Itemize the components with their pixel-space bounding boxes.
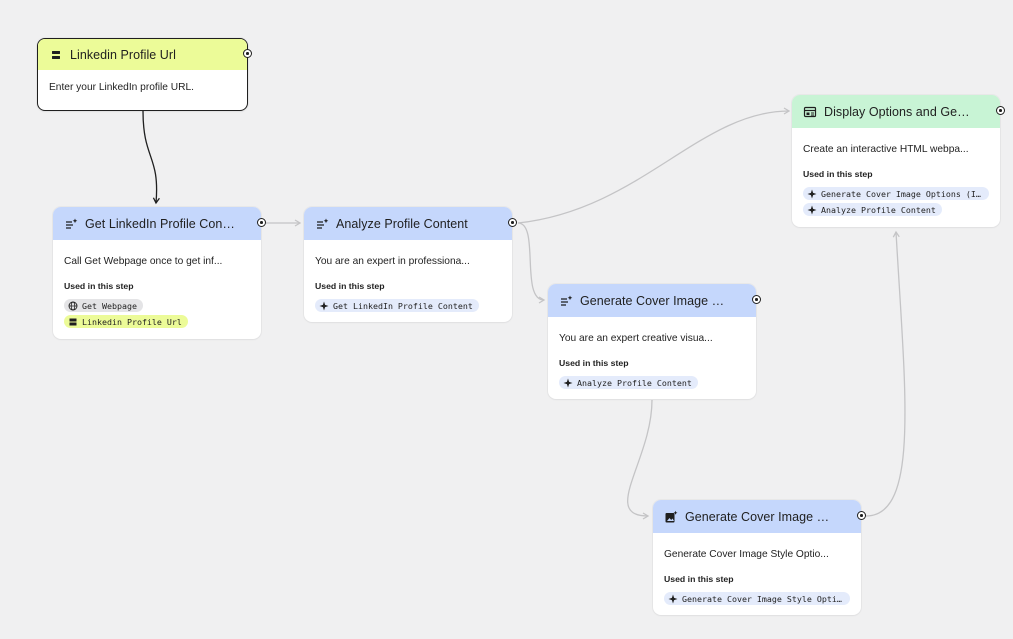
node-header: Get LinkedIn Profile Content [53, 207, 261, 240]
output-port[interactable] [752, 295, 761, 304]
edge-analyze-to-display[interactable] [517, 107, 791, 224]
sparkle-list-icon [314, 216, 330, 232]
node-linkedin-profile-url[interactable]: Linkedin Profile Url Enter your LinkedIn… [37, 38, 252, 111]
dependency-chips: Generate Cover Image Style Opti... [664, 592, 850, 605]
node-header: Generate Cover Image Style ... [548, 284, 756, 317]
node-description: You are an expert in professiona... [315, 256, 470, 267]
chip-label: Generate Cover Image Style Opti... [682, 593, 844, 604]
output-port[interactable] [508, 218, 517, 227]
edge-cover-options-to-display[interactable] [865, 230, 906, 517]
dependency-chip[interactable]: Get Webpage [64, 299, 143, 312]
output-port[interactable] [996, 106, 1005, 115]
node-body: Enter your LinkedIn profile URL. [38, 70, 247, 93]
used-in-step-label: Used in this step [803, 169, 873, 179]
dependency-chip[interactable]: Generate Cover Image Options (I... [803, 187, 989, 200]
dependency-chip[interactable]: Analyze Profile Content [559, 376, 698, 389]
dependency-chips: Analyze Profile Content [559, 376, 745, 389]
sparkle-icon [563, 378, 573, 388]
node-body: Call Get Webpage once to get inf... Used… [53, 240, 261, 328]
chip-label: Linkedin Profile Url [82, 316, 182, 327]
sparkle-list-icon [63, 216, 79, 232]
dependency-chip[interactable]: Get LinkedIn Profile Content [315, 299, 479, 312]
edge-analyze-to-cover-style[interactable] [517, 222, 546, 304]
sparkle-icon [807, 205, 817, 215]
node-header: Linkedin Profile Url [38, 39, 247, 70]
node-header: Generate Cover Image Optio... [653, 500, 861, 533]
node-title: Linkedin Profile Url [70, 47, 176, 62]
node-body: You are an expert creative visua... Used… [548, 317, 756, 389]
chip-label: Generate Cover Image Options (I... [821, 188, 983, 199]
dependency-chips: Get LinkedIn Profile Content [315, 299, 501, 312]
output-port[interactable] [243, 49, 252, 58]
sparkle-list-icon [558, 293, 574, 309]
used-in-step-label: Used in this step [315, 281, 385, 291]
node-get-linkedin-profile-content[interactable]: Get LinkedIn Profile Content Call Get We… [53, 207, 266, 339]
web-display-icon [802, 104, 818, 120]
globe-icon [68, 301, 78, 311]
dependency-chips: Generate Cover Image Options (I... Analy… [803, 187, 989, 216]
chip-label: Analyze Profile Content [577, 377, 692, 388]
output-port[interactable] [857, 511, 866, 520]
dependency-chip[interactable]: Generate Cover Image Style Opti... [664, 592, 850, 605]
dependency-chips: Get Webpage Linkedin Profile Url [64, 299, 250, 328]
chip-label: Analyze Profile Content [821, 204, 936, 215]
sparkle-icon [807, 189, 817, 199]
node-description: Enter your LinkedIn profile URL. [49, 82, 194, 93]
used-in-step-label: Used in this step [64, 281, 134, 291]
node-description: Call Get Webpage once to get inf... [64, 256, 223, 267]
node-title: Generate Cover Image Style ... [580, 293, 730, 308]
input-field-icon [68, 317, 78, 327]
node-body: Generate Cover Image Style Optio... Used… [653, 533, 861, 605]
node-title: Get LinkedIn Profile Content [85, 216, 235, 231]
chip-label: Get Webpage [82, 300, 137, 311]
used-in-step-label: Used in this step [664, 574, 734, 584]
node-title: Analyze Profile Content [336, 216, 468, 231]
dependency-chip[interactable]: Linkedin Profile Url [64, 315, 188, 328]
edge-linkedin-url-to-get-content[interactable] [142, 110, 160, 205]
dependency-chip[interactable]: Analyze Profile Content [803, 203, 942, 216]
input-field-icon [48, 47, 64, 63]
chip-label: Get LinkedIn Profile Content [333, 300, 473, 311]
node-description: You are an expert creative visua... [559, 333, 713, 344]
node-generate-cover-image-options[interactable]: Generate Cover Image Optio... Generate C… [653, 500, 866, 615]
node-description: Create an interactive HTML webpa... [803, 144, 969, 155]
used-in-step-label: Used in this step [559, 358, 629, 368]
node-title: Generate Cover Image Optio... [685, 509, 835, 524]
output-port[interactable] [257, 218, 266, 227]
node-generate-cover-image-style[interactable]: Generate Cover Image Style ... You are a… [548, 284, 761, 399]
sparkle-icon [668, 594, 678, 604]
node-title: Display Options and Generat... [824, 104, 974, 119]
node-header: Analyze Profile Content [304, 207, 512, 240]
image-sparkle-icon [663, 509, 679, 525]
node-description: Generate Cover Image Style Optio... [664, 549, 829, 560]
node-body: You are an expert in professiona... Used… [304, 240, 512, 312]
node-header: Display Options and Generat... [792, 95, 1000, 128]
edge-cover-style-to-cover-options[interactable] [627, 399, 653, 520]
node-body: Create an interactive HTML webpa... Used… [792, 128, 1000, 216]
node-analyze-profile-content[interactable]: Analyze Profile Content You are an exper… [304, 207, 517, 322]
node-display-options[interactable]: Display Options and Generat... Create an… [792, 95, 1005, 227]
sparkle-icon [319, 301, 329, 311]
